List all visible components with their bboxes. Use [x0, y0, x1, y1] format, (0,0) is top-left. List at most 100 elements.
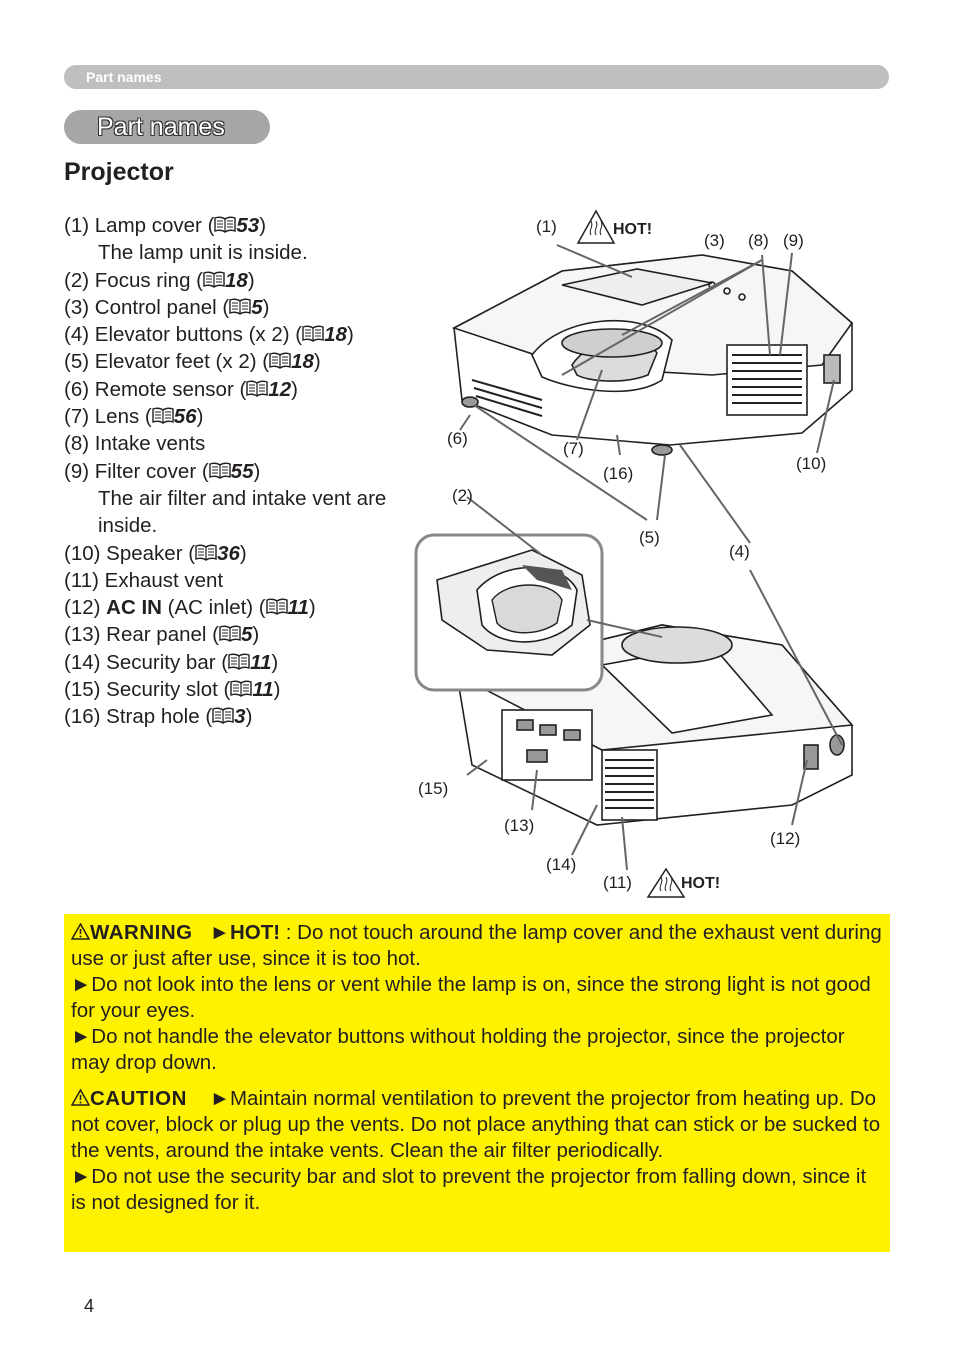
book-reference-icon: [195, 544, 217, 561]
part-note: The lamp unit is inside.: [98, 241, 308, 265]
part-bold-label: AC IN: [106, 596, 162, 620]
part-close: ): [308, 596, 316, 620]
book-reference-icon: [212, 707, 234, 725]
book-reference-icon: [152, 407, 174, 424]
part-close: ): [291, 377, 298, 401]
page-reference: 18: [225, 268, 248, 292]
part-label: Security slot (: [106, 678, 231, 702]
part-number: (1): [64, 214, 90, 237]
part-label: Strap hole (: [106, 705, 213, 729]
part-close: ): [346, 323, 354, 347]
part-close: ): [271, 650, 279, 674]
callout-label: (16): [603, 464, 633, 483]
section-title: Part names: [97, 113, 225, 141]
part-number: (16): [64, 705, 101, 729]
callout-label: (12): [770, 829, 800, 848]
part-number: (4): [64, 323, 90, 347]
warning-hot-label: ►HOT!: [209, 921, 281, 944]
part-number: (15): [64, 678, 101, 702]
part-label: Security bar (: [106, 650, 229, 674]
part-close: ): [245, 705, 253, 729]
part-number: (10): [64, 541, 101, 565]
book-reference-icon: [229, 298, 251, 315]
page-reference: 3: [234, 705, 246, 729]
part-label: Lens (: [94, 405, 152, 429]
warning-text-2: ►Do not look into the lens or vent while…: [71, 973, 871, 1022]
page-reference: 18: [324, 323, 347, 347]
projector-front-illustration: [451, 254, 854, 456]
part-number: (6): [64, 377, 90, 401]
part-label: Exhaust vent: [104, 568, 224, 592]
caution-paragraph: CAUTION ►Maintain normal ventilation to …: [71, 1086, 883, 1216]
page-reference: 5: [251, 295, 263, 319]
part-label: Elevator buttons (x 2) (: [94, 323, 303, 347]
part-label: Intake vents: [94, 432, 206, 456]
part-close: ): [239, 541, 247, 565]
warning-text-1: : Do not touch around the lamp cover and…: [71, 921, 882, 970]
part-item: (11) Exhaust vent: [64, 567, 444, 594]
part-number: (9): [64, 459, 90, 483]
book-reference-icon: [219, 626, 241, 643]
page-reference: 11: [252, 678, 274, 702]
callout-label: (14): [546, 855, 576, 874]
page-reference: 56: [173, 405, 197, 429]
part-close: ): [262, 295, 270, 319]
page-reference: 12: [268, 377, 292, 401]
part-item: (2) Focus ring ( 18): [64, 267, 444, 294]
hot-warning-icon: [646, 867, 686, 898]
caution-text-1: ►Maintain normal ventilation to prevent …: [71, 1087, 881, 1162]
part-number: (12): [64, 596, 101, 620]
warning-caution-box: WARNING ►HOT! : Do not touch around the …: [64, 914, 890, 1252]
parts-list: (1) Lamp cover (53)The lamp unit is insi…: [64, 212, 444, 731]
projector-diagram: HOT! HOT! (1) (3) (8) (9) (6) (7) (16) (…: [414, 209, 854, 898]
part-item: (3) Control panel (5): [64, 294, 444, 321]
callout-label: (7): [563, 439, 584, 458]
callout-label: (1): [536, 217, 557, 236]
part-item: (13) Rear panel (5): [64, 621, 444, 648]
callout-label: (2): [452, 486, 473, 505]
page-reference: 18: [291, 350, 314, 374]
part-number: (5): [64, 350, 90, 374]
section-heading-pill: Part names: [64, 110, 270, 144]
warning-paragraph: WARNING ►HOT! : Do not touch around the …: [71, 920, 883, 1076]
part-close: ): [196, 405, 204, 429]
page-reference: 11: [250, 650, 272, 674]
book-reference-icon: [265, 598, 288, 615]
part-number: (2): [64, 268, 90, 292]
book-reference-icon: [269, 353, 291, 370]
book-reference-icon: [230, 680, 253, 697]
caution-text-2: ►Do not use the security bar and slot to…: [71, 1165, 867, 1214]
part-number: (14): [64, 650, 101, 674]
part-label: Lamp cover (: [94, 214, 215, 237]
part-close: ): [253, 459, 261, 483]
page-reference: 36: [217, 541, 240, 565]
part-item: (14) Security bar ( 11): [64, 649, 444, 676]
callout-label: (5): [639, 528, 660, 547]
part-item: (5) Elevator feet (x 2) (18): [64, 348, 444, 375]
part-close: ): [247, 268, 255, 292]
running-header-bar: Part names: [64, 65, 889, 89]
part-label: Elevator feet (x 2) (: [94, 350, 270, 374]
part-item: (8) Intake vents: [64, 430, 444, 457]
part-label: Focus ring (: [94, 268, 203, 292]
hot-label: HOT!: [613, 221, 652, 238]
part-label: Remote sensor (: [94, 377, 247, 401]
book-reference-icon: [203, 271, 225, 288]
running-header-label: Part names: [86, 69, 162, 85]
callout-label: (13): [504, 816, 534, 835]
page-reference: 55: [230, 459, 254, 483]
part-close: ): [252, 623, 260, 647]
warning-text-3: ►Do not handle the elevator buttons with…: [71, 1025, 845, 1074]
page-reference: 5: [240, 623, 253, 647]
warning-triangle-icon: [71, 923, 90, 940]
part-number: (8): [64, 432, 90, 456]
part-item: (16) Strap hole ( 3): [64, 703, 444, 730]
part-item: (7) Lens (56): [64, 403, 444, 430]
part-number: (11): [64, 568, 99, 592]
page-reference: 53: [236, 214, 260, 237]
part-item: (12) AC IN (AC inlet) (11): [64, 594, 444, 621]
part-item: (9) Filter cover (55): [64, 458, 444, 485]
part-label: (AC inlet) (: [161, 596, 266, 620]
part-item: (15) Security slot (11): [64, 676, 444, 703]
part-item: (1) Lamp cover (53): [64, 212, 444, 239]
